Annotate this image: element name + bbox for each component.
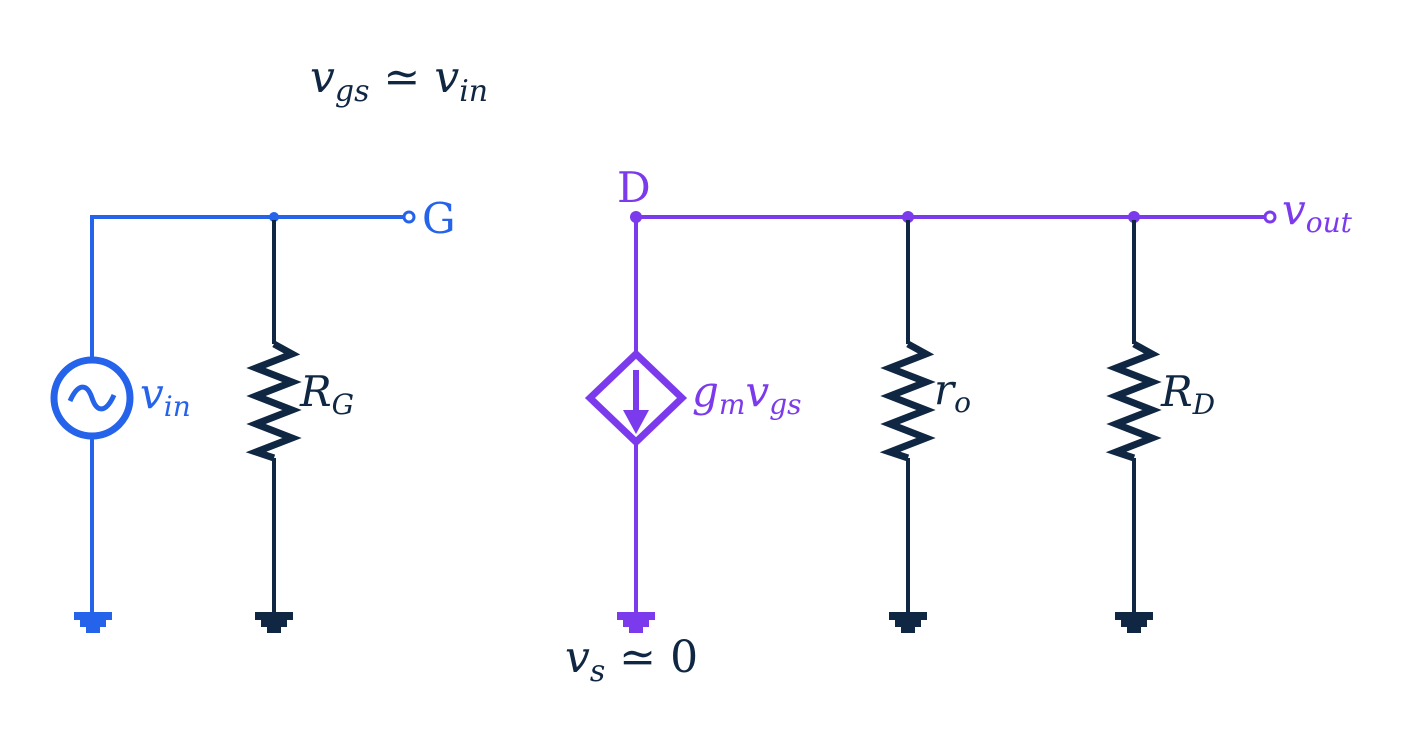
- resistor-label-rg: RG: [299, 367, 354, 421]
- dependent-source-label: gmvgs: [692, 367, 801, 421]
- dependent-current-source-icon: [584, 349, 688, 447]
- equation-vs-zero: vs≃0: [565, 632, 698, 689]
- ac-tilde: [67, 384, 117, 412]
- ground-icon: [617, 612, 655, 633]
- junction-dot-icon: [630, 211, 642, 223]
- junction-dot-icon: [269, 212, 279, 222]
- source-arrow-head: [623, 410, 649, 434]
- output-label-vout: vout: [1282, 185, 1353, 239]
- input-circuit: [50, 210, 416, 612]
- junction-dot-icon: [902, 211, 914, 223]
- equation-vgs-vin: vgs≃vin: [310, 52, 488, 109]
- resistor-label-ro: ro: [934, 365, 971, 419]
- ground-icon: [74, 612, 112, 633]
- resistor-icon: [245, 220, 302, 612]
- junction-dot-icon: [1128, 211, 1140, 223]
- resistor-icon: [879, 220, 936, 612]
- ac-voltage-source-icon: [50, 356, 134, 440]
- ground-icon: [889, 612, 927, 633]
- input-wire-top: [90, 215, 404, 358]
- resistor-label-rd: RD: [1160, 367, 1215, 421]
- ground-icon: [255, 612, 293, 633]
- ground-icon: [1115, 612, 1153, 633]
- open-terminal-icon: [1263, 210, 1277, 224]
- resistor-icon: [1105, 220, 1162, 612]
- node-label-d: D: [617, 163, 651, 212]
- terminal-label-g: G: [422, 194, 456, 243]
- output-wire-top: [634, 215, 1266, 352]
- open-terminal-icon: [402, 210, 416, 224]
- source-label-vin: vin: [140, 369, 191, 423]
